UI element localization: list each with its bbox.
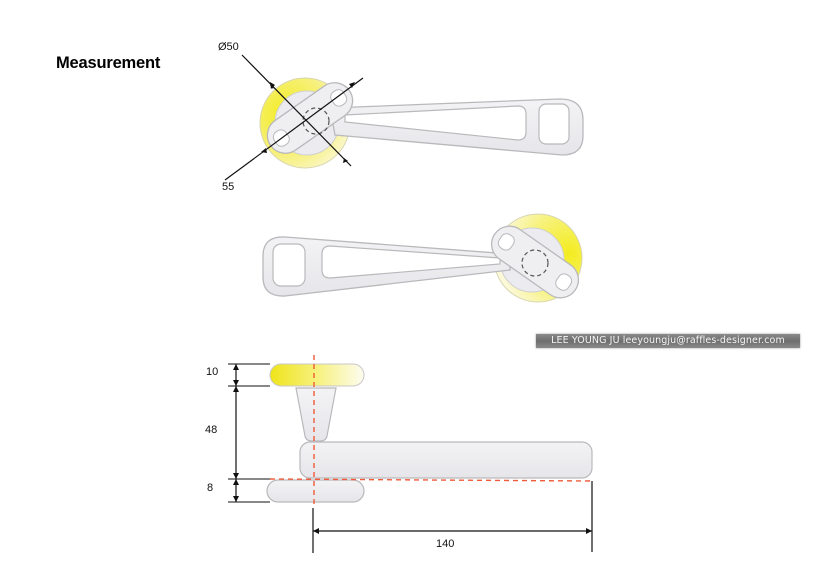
spindle-circle <box>521 249 549 277</box>
lever-grip-hole <box>538 103 570 145</box>
dim-line-width <box>224 77 364 181</box>
dim-line-diameter <box>241 54 352 167</box>
side-bottom-plate <box>266 479 365 503</box>
top-view-handle-left-rosette <box>224 54 584 181</box>
dim-lever-length: 140 <box>436 538 455 550</box>
lever-slot <box>344 105 527 141</box>
side-view <box>228 355 593 553</box>
dim-neck-height: 48 <box>205 424 218 436</box>
page-title: Measurement <box>56 54 161 72</box>
spindle-circle <box>302 107 330 135</box>
side-rosette <box>269 363 365 387</box>
dim-handle-width: 55 <box>222 181 234 193</box>
designer-credit-banner: LEE YOUNG JU leeyoungju@raffles-designer… <box>536 334 800 348</box>
dim-rosette-diameter: Ø50 <box>218 41 239 53</box>
plate-slot <box>555 273 573 291</box>
side-neck <box>295 387 337 442</box>
lever-grip-hole <box>272 243 306 287</box>
top-view-handle-right-rosette <box>262 213 583 303</box>
plate-slot <box>330 89 348 107</box>
side-lever <box>299 441 593 479</box>
dim-rosette-thickness: 10 <box>206 366 219 378</box>
lever-slot <box>321 245 501 279</box>
plate-slot <box>497 233 515 251</box>
dim-lever-bottom: 8 <box>207 482 214 494</box>
